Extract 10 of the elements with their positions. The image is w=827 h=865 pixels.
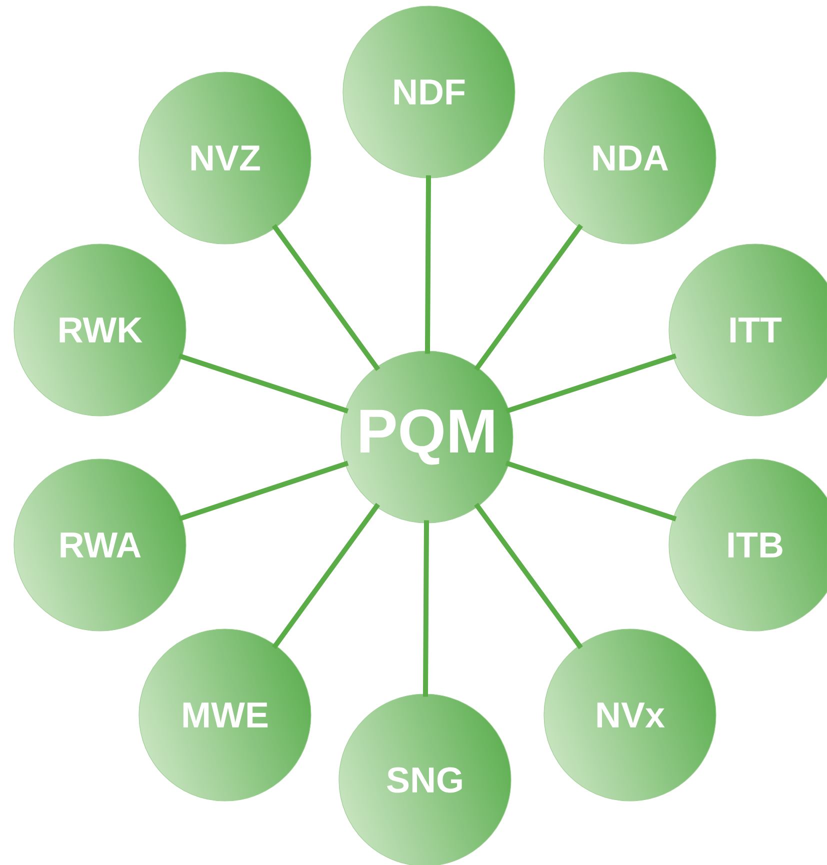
connector-line [505,353,677,414]
connector-line [424,175,432,354]
connector-line [272,502,380,650]
connector-line [422,520,429,697]
connector-line [178,460,349,522]
connector-line [474,502,583,650]
connector-line [505,460,677,522]
connector-line [272,224,380,371]
connector-line [474,224,584,372]
connector-line [178,354,349,414]
